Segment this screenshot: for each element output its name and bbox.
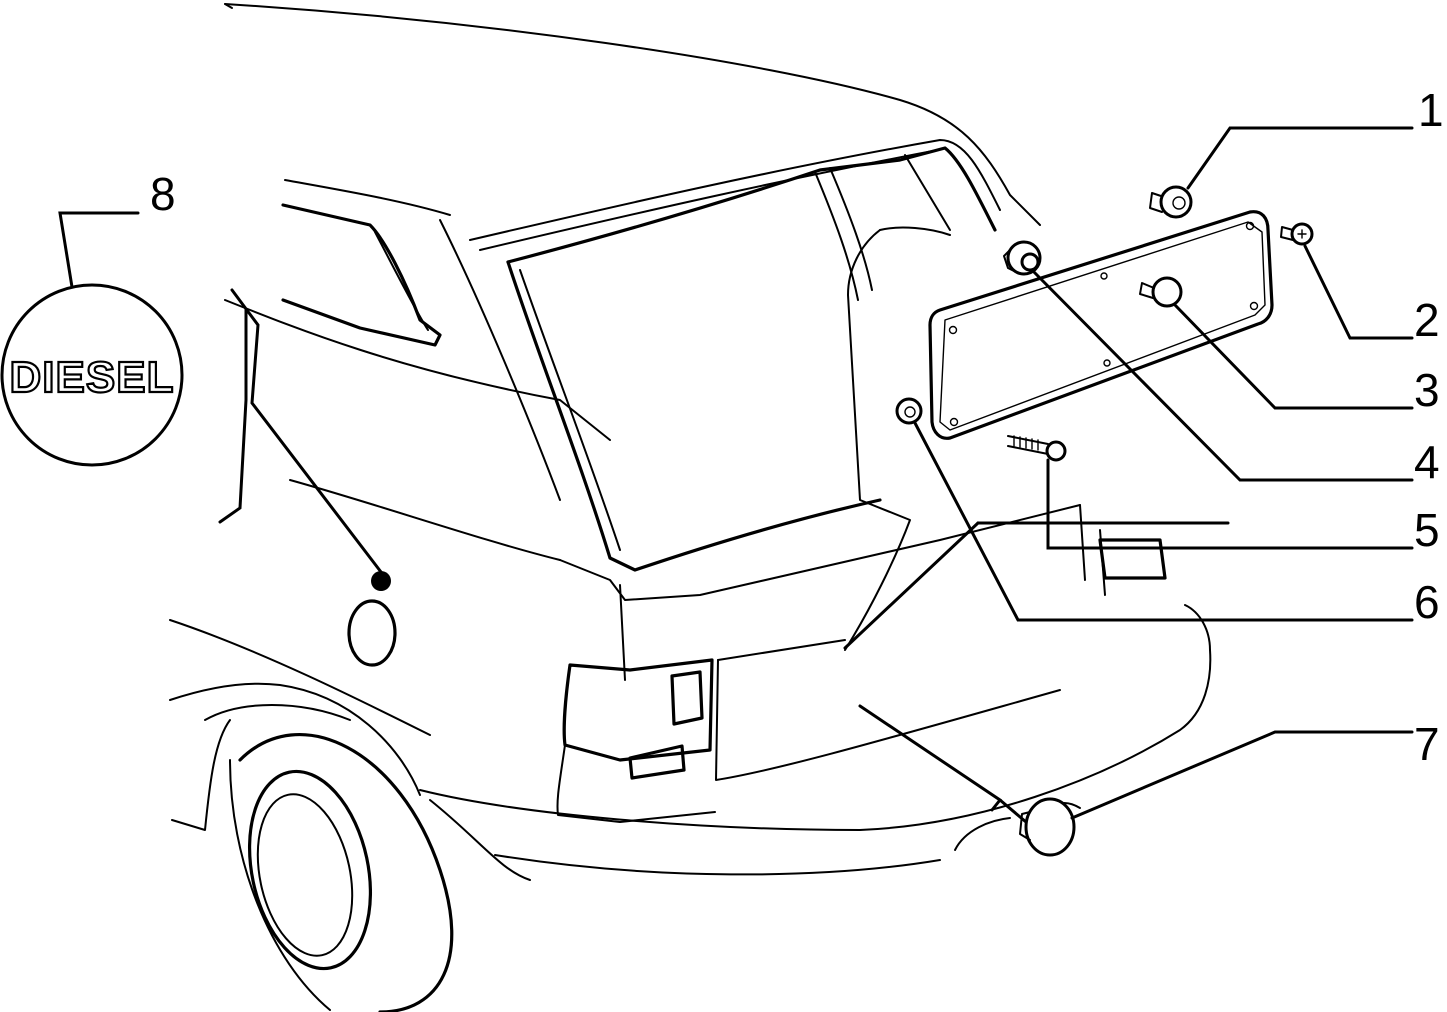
part-8-marker xyxy=(371,571,391,591)
part-4-grommet xyxy=(1003,240,1042,276)
callout-labels: 1 2 3 4 5 6 7 8 xyxy=(150,84,1444,770)
car-body xyxy=(169,3,1212,1012)
number-plate xyxy=(928,210,1274,440)
callout-3: 3 xyxy=(1414,364,1440,416)
callout-7: 7 xyxy=(1414,718,1440,770)
part-5-screw xyxy=(1007,435,1067,462)
leader-lines xyxy=(58,126,1414,824)
callout-4: 4 xyxy=(1414,436,1440,488)
callout-1: 1 xyxy=(1418,84,1444,136)
part-7-plug xyxy=(1019,797,1076,857)
diesel-badge-text: DIESEL xyxy=(10,353,175,402)
callout-5: 5 xyxy=(1414,504,1440,556)
callout-2: 2 xyxy=(1414,294,1440,346)
callout-6: 6 xyxy=(1414,576,1440,628)
part-2-screw xyxy=(1280,222,1314,246)
part-6-nut xyxy=(895,397,923,425)
part-3-plug xyxy=(1139,276,1183,308)
callout-8: 8 xyxy=(150,168,176,220)
part-1-plug xyxy=(1149,185,1193,219)
diesel-badge: DIESEL xyxy=(0,283,184,467)
